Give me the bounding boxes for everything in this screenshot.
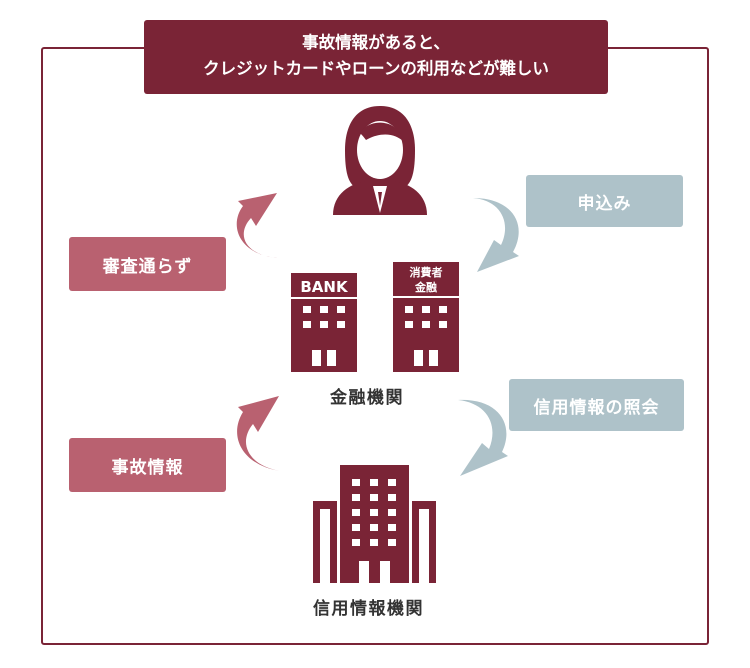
financial-institutions-caption: 金融機関 <box>330 388 404 408</box>
arrow-accident-info <box>237 396 280 471</box>
consumer-finance-sign-2: 金融 <box>414 280 437 294</box>
credit-bureau-building-icon <box>313 465 436 583</box>
arrow-review-fail <box>236 193 278 258</box>
arrow-credit-inquiry <box>458 399 508 476</box>
consumer-finance-sign-1: 消費者 <box>410 265 443 279</box>
bank-sign: BANK <box>300 278 349 296</box>
title-line-1: 事故情報があると、 <box>302 33 450 52</box>
consumer-finance-building-icon: 消費者 金融 <box>393 262 459 372</box>
title-line-2: クレジットカードやローンの利用などが難しい <box>203 59 549 78</box>
credit-bureau-caption: 信用情報機関 <box>313 599 424 619</box>
title-banner: 事故情報があると、 クレジットカードやローンの利用などが難しい <box>144 20 608 94</box>
bank-building-icon: BANK <box>291 273 357 372</box>
accident-info-label: 事故情報 <box>69 438 226 492</box>
person-icon <box>333 106 427 215</box>
arrow-apply <box>473 198 519 272</box>
review-fail-label: 審査通らず <box>69 237 226 291</box>
apply-label: 申込み <box>526 175 683 227</box>
credit-inquiry-label: 信用情報の照会 <box>509 379 684 431</box>
